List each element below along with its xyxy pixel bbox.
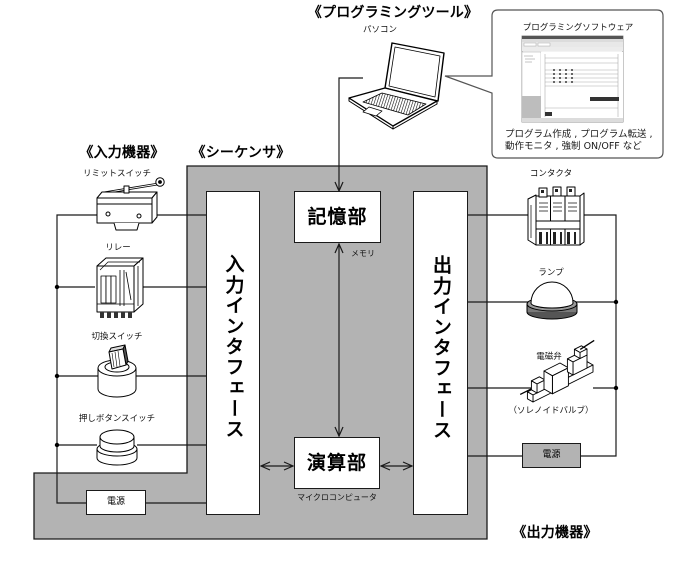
input-interface-label: 入力インタフェース (222, 254, 245, 440)
arrow-head (334, 242, 344, 254)
valve-block-face (543, 370, 553, 395)
output-interface-label: 出力インタフェース (430, 255, 452, 441)
output-interface-box: 出力インタフェース (413, 191, 468, 515)
contactor-icon (527, 186, 585, 246)
junction-dot (613, 299, 619, 305)
arrow-head (402, 461, 414, 471)
input-devices-heading: 《入力機器》 (79, 145, 165, 161)
push-button-switch-label: 押しボタンスイッチ (78, 413, 156, 424)
software-feature-line: 動作モニタ , 強制 ON/OFF など (505, 141, 642, 152)
input-power-supply-box: 電源 (86, 490, 146, 515)
processor-unit-label: 演算部 (306, 451, 367, 474)
arrow-head (334, 426, 344, 438)
solenoid-valve-label: 電磁弁 (536, 351, 562, 362)
laptop-icon (348, 42, 445, 130)
processor-unit-box: 演算部 (294, 437, 380, 489)
input-power-supply-label: 電源 (106, 497, 125, 507)
programming-tool-heading: 《プログラミングツール》 (307, 5, 479, 21)
junction-dot (54, 373, 60, 379)
push-button-switch-icon (96, 429, 138, 466)
valve-block-face (566, 358, 574, 376)
arrow-head (379, 461, 391, 471)
memory-unit-box: 記憶部 (294, 191, 381, 243)
limit-switch-label: リミットスイッチ (82, 168, 152, 179)
limit-switch-icon (96, 177, 165, 231)
processor-sublabel: マイクロコンピュータ (297, 493, 377, 502)
output-power-supply-label: 電源 (542, 450, 561, 460)
memory-sublabel: メモリ (351, 249, 375, 258)
selector-switch-label: 切換スイッチ (91, 331, 143, 342)
software-title: プログラミングソフトウェア (522, 22, 634, 33)
input-common-bus (56, 214, 97, 504)
junction-dot (613, 385, 619, 391)
pc-link-wire (338, 77, 363, 190)
input-interface-box: 入力インタフェース (206, 191, 260, 515)
memory-unit-label: 記憶部 (307, 205, 368, 228)
pc-label: パソコン (362, 24, 398, 35)
relay-label: リレー (105, 242, 131, 253)
software-feature-line: プログラム作成 , プログラム転送 , (505, 129, 653, 140)
junction-dot (54, 284, 60, 290)
selector-switch-icon (97, 344, 137, 398)
valve-rod (579, 339, 595, 350)
output-common-bus (581, 214, 617, 457)
contactor-label: コンタクタ (529, 168, 573, 179)
junction-dot (54, 442, 60, 448)
lamp-icon (526, 281, 578, 320)
wiring (56, 77, 617, 504)
sequencer-heading: 《シーケンサ》 (191, 145, 291, 161)
output-power-supply-box: 電源 (522, 443, 581, 468)
arrow-head (259, 461, 271, 471)
valve-block-face (573, 348, 581, 359)
solenoid-valve-icon (519, 339, 595, 403)
valve-block-face (530, 380, 538, 394)
arrow-head (283, 461, 295, 471)
solenoid-valve-sublabel: （ソレノイドバルブ） (508, 405, 594, 416)
relay-icon (96, 257, 144, 318)
valve-block-face (526, 391, 534, 403)
software-screenshot-icon (521, 35, 624, 123)
output-devices-heading: 《出力機器》 (512, 525, 598, 541)
lamp-label: ランプ (538, 267, 564, 278)
